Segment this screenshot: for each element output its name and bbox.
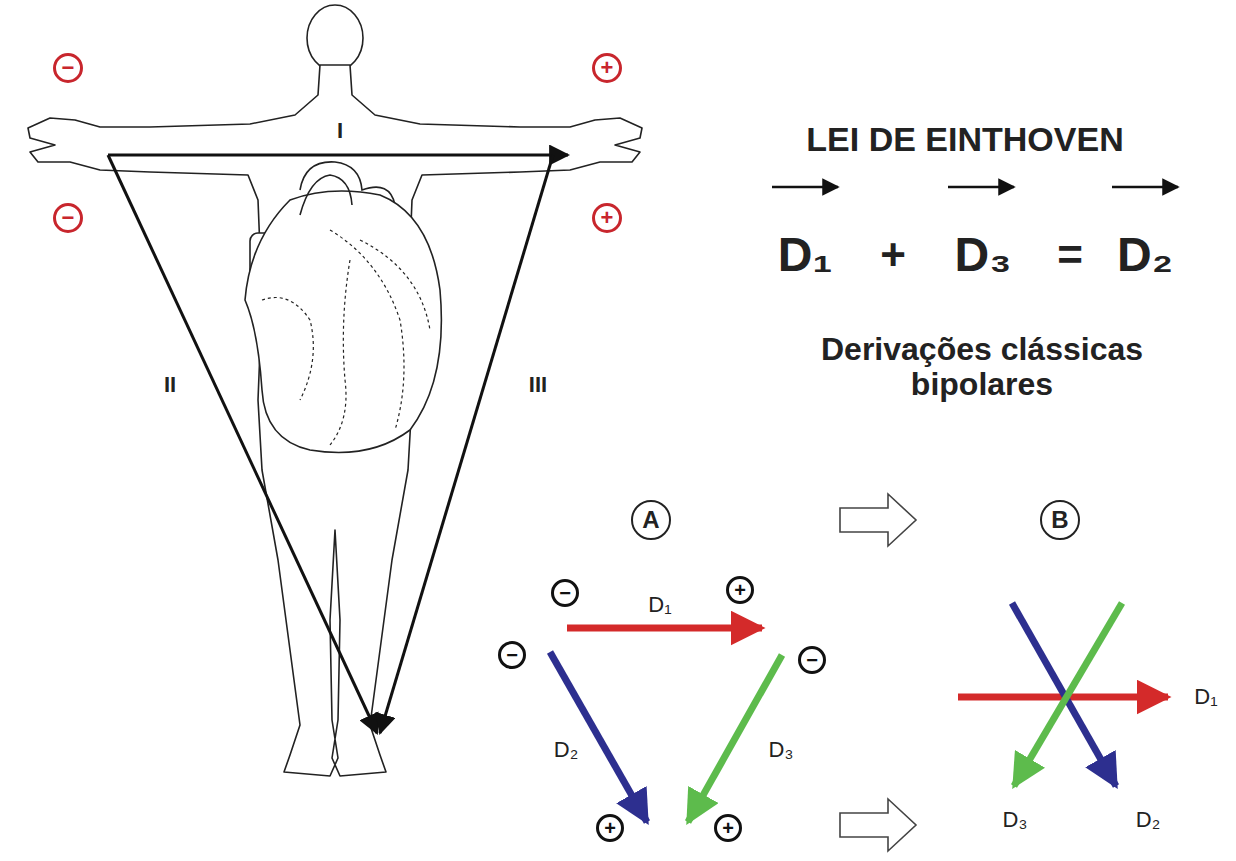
lead-label: D₃ — [1003, 808, 1028, 832]
polarity-sign: − — [798, 646, 826, 674]
equation-term: D₃ — [955, 229, 1012, 282]
polarity-sign: − — [498, 641, 526, 669]
body-outline — [28, 65, 642, 776]
node-text: + — [604, 818, 616, 838]
polarity-sign: − — [53, 203, 83, 233]
node-text: − — [62, 57, 75, 79]
node-text: − — [506, 645, 518, 665]
equation-operator: + — [880, 231, 906, 279]
node-text: − — [559, 583, 571, 603]
lead-axes-b — [958, 603, 1168, 786]
hollow-arrow — [840, 494, 916, 851]
equation-term: D₂ — [1117, 229, 1173, 282]
vector-arrows — [772, 186, 1178, 189]
polarity-sign: + — [592, 203, 622, 233]
panel-letter-circle: B — [1040, 500, 1080, 540]
polarity-sign: − — [551, 579, 579, 607]
equation-operator: = — [1057, 231, 1083, 279]
polarity-sign: + — [596, 814, 624, 842]
title: LEI DE EINTHOVEN — [806, 121, 1123, 158]
node-text: + — [722, 818, 734, 838]
einthoven-triangle — [108, 155, 568, 733]
node-text: − — [806, 650, 818, 670]
polarity-sign: + — [714, 814, 742, 842]
panel-letter-circle: A — [631, 500, 671, 540]
lead-triangle-a — [550, 628, 782, 822]
polarity-sign: + — [592, 53, 622, 83]
node-text: A — [642, 508, 659, 532]
node-text: + — [601, 57, 614, 79]
node-text: + — [601, 207, 614, 229]
lead-label: D₂ — [1136, 808, 1160, 832]
lead-label: D₁ — [1194, 685, 1217, 709]
head-outline — [307, 5, 363, 71]
lead-label: D₁ — [648, 593, 671, 617]
subtitle: Derivações clássicas bipolares — [817, 332, 1147, 402]
node-text: + — [734, 580, 746, 600]
heart-drawing — [245, 162, 441, 453]
polarity-sign: + — [726, 576, 754, 604]
lead-label: D₂ — [554, 738, 578, 762]
polarity-sign: − — [53, 53, 83, 83]
lead-label: D₃ — [769, 738, 794, 762]
node-text: − — [62, 207, 75, 229]
lead-label: I — [337, 119, 343, 143]
node-text: B — [1051, 508, 1068, 532]
lead-label: II — [164, 373, 176, 397]
lead-label: III — [529, 373, 547, 397]
equation-term: D₁ — [778, 229, 833, 282]
